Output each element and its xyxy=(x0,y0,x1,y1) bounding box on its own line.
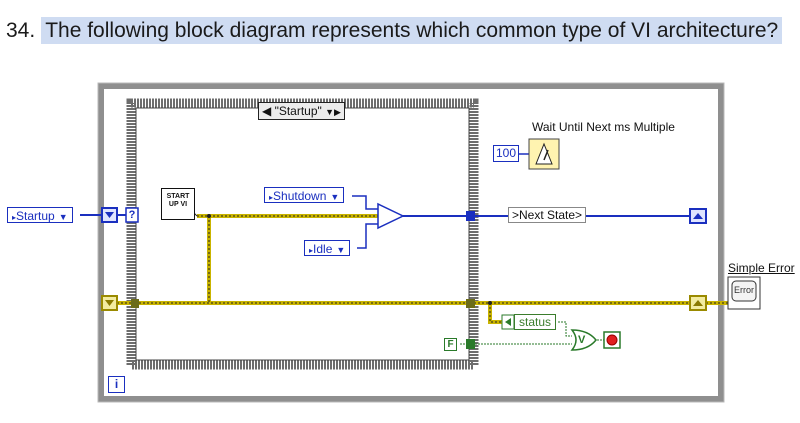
wait-ms-constant[interactable]: 100 xyxy=(493,145,520,162)
startup-enum-label: Startup xyxy=(16,209,55,223)
startup-subvi[interactable]: START UP VI xyxy=(161,188,195,220)
case-selector-label[interactable]: ◀ "Startup" ▼▶ xyxy=(258,102,345,120)
shutdown-enum-label: Shutdown xyxy=(273,189,327,203)
case-selector-terminal xyxy=(125,207,139,223)
wait-function-label: Wait Until Next ms Multiple xyxy=(532,120,675,134)
iteration-terminal: i xyxy=(108,376,125,393)
shutdown-enum-constant[interactable]: ▸Shutdown▼ xyxy=(264,187,345,203)
simple-error-icon-text: Error xyxy=(734,285,754,295)
enum-tunnel xyxy=(466,211,475,221)
error-in-tunnel xyxy=(131,299,139,308)
bool-tunnel xyxy=(466,339,475,349)
while-loop-frame xyxy=(98,83,724,402)
or-label: V xyxy=(578,334,586,346)
question-number: 34. xyxy=(6,19,36,42)
idle-enum-constant[interactable]: ▸Idle▼ xyxy=(304,240,351,256)
false-constant[interactable]: F xyxy=(444,338,457,351)
startup-enum-constant[interactable]: ▸Startup▼ xyxy=(7,207,73,223)
case-name: "Startup" xyxy=(274,104,322,118)
simple-error-label: Simple Error xyxy=(728,261,795,275)
next-state-wire-label: >Next State> xyxy=(508,207,587,223)
prev-case-arrow[interactable]: ◀ xyxy=(262,104,272,118)
select-function xyxy=(377,202,405,230)
question-text: The following block diagram represents w… xyxy=(41,17,783,44)
error-out-tunnel xyxy=(466,299,475,308)
question-line: 34.The following block diagram represent… xyxy=(0,14,783,48)
select-question-mark: ? xyxy=(128,209,136,221)
or-function xyxy=(570,329,597,351)
startup-subvi-label: START UP VI xyxy=(166,193,190,208)
case-dropdown-arrow[interactable]: ▼▶ xyxy=(325,107,341,117)
idle-enum-label: Idle xyxy=(313,242,333,256)
status-label: status xyxy=(514,314,557,330)
